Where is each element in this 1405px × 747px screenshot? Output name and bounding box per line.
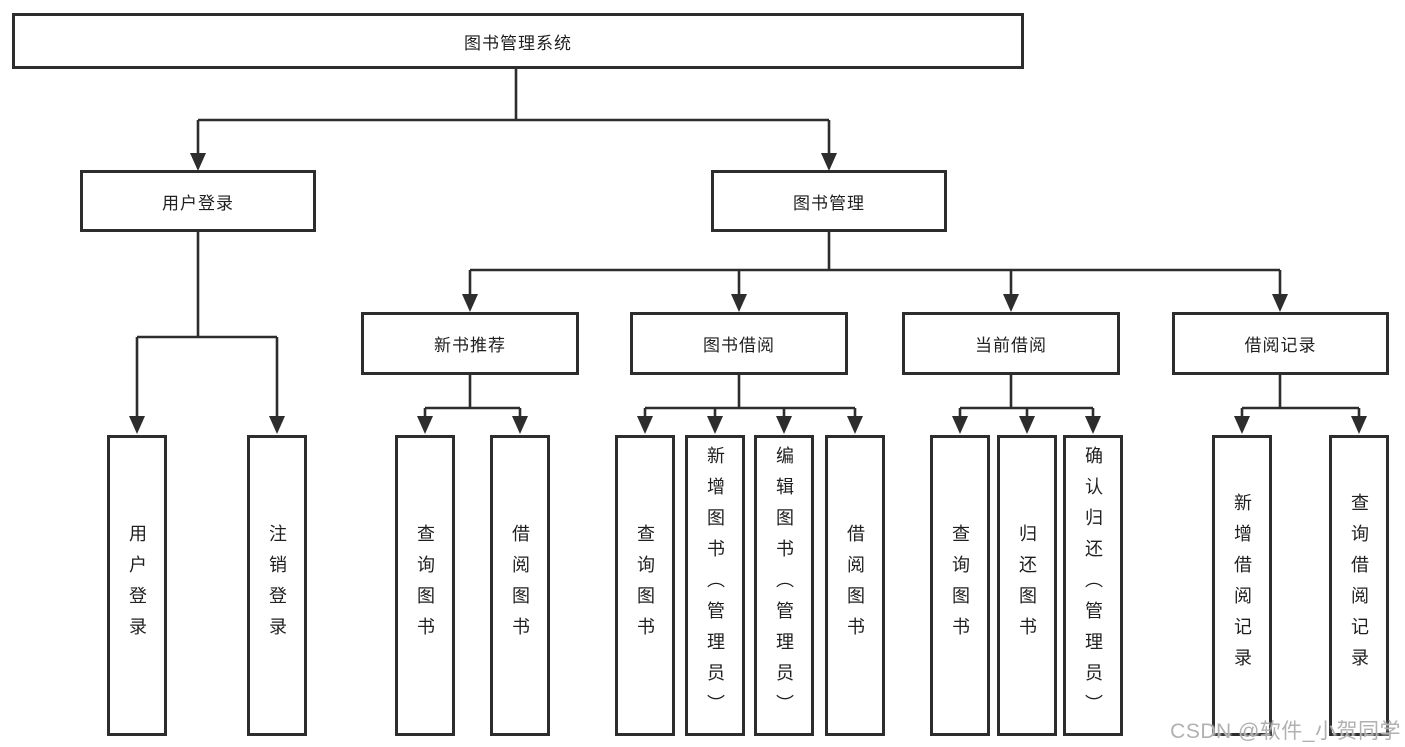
node-label: 新书推荐 [434,336,506,355]
arrowhead [952,416,968,434]
arrowhead [776,416,792,434]
node-label: 图书借阅 [703,336,775,355]
node-label: 新增借阅记录 [1232,492,1252,679]
node-label: 查询图书 [415,523,435,648]
leaf-current-query-books: 查询图书 [930,435,990,736]
node-current-borrow: 当前借阅 [902,312,1120,375]
arrowhead [1351,416,1367,434]
node-label: 确认归还（管理员） [1083,446,1103,725]
arrowhead [129,416,145,434]
leaf-user-login: 用户登录 [107,435,167,736]
node-book-management: 图书管理 [711,170,947,232]
arrowhead [1272,294,1288,312]
arrowhead [462,294,478,312]
arrowhead [637,416,653,434]
node-label: 图书管理 [793,193,865,213]
arrowhead [847,416,863,434]
arrowhead [707,416,723,434]
arrowhead [1019,416,1035,434]
node-label: 当前借阅 [975,336,1047,355]
node-label: 用户登录 [127,523,147,648]
leaf-newrec-borrow-books: 借阅图书 [490,435,550,736]
arrowhead [1234,416,1250,434]
node-label: 查询借阅记录 [1349,492,1369,679]
arrowhead [190,153,206,171]
node-label: 用户登录 [162,193,234,213]
arrowhead [731,294,747,312]
node-book-borrow: 图书借阅 [630,312,848,375]
node-label: 归还图书 [1017,523,1037,648]
node-label: 图书管理系统 [464,33,572,53]
node-label: 注销登录 [267,523,287,648]
leaf-borrow-query-books: 查询图书 [615,435,675,736]
leaf-borrow-add-books-admin: 新增图书（管理员） [685,435,745,736]
node-label: 编辑图书（管理员） [774,446,794,725]
node-label: 借阅记录 [1244,336,1317,355]
node-user-login: 用户登录 [80,170,316,232]
arrowhead [1003,294,1019,312]
node-label: 查询图书 [950,523,970,648]
arrowhead [821,153,837,171]
node-label: 借阅图书 [510,523,530,648]
leaf-records-add-record: 新增借阅记录 [1212,435,1272,736]
node-root-library-system: 图书管理系统 [12,13,1024,69]
node-label: 借阅图书 [845,523,865,648]
arrowhead [1085,416,1101,434]
arrowhead [269,416,285,434]
node-label: 查询图书 [635,523,655,648]
leaf-newrec-query-books: 查询图书 [395,435,455,736]
arrowhead [417,416,433,434]
leaf-logout: 注销登录 [247,435,307,736]
leaf-records-query-record: 查询借阅记录 [1329,435,1389,736]
leaf-borrow-edit-books-admin: 编辑图书（管理员） [754,435,814,736]
node-label: 新增图书（管理员） [705,446,725,725]
leaf-borrow-borrow-books: 借阅图书 [825,435,885,736]
node-borrow-records: 借阅记录 [1172,312,1389,375]
node-new-book-recommend: 新书推荐 [361,312,579,375]
arrowhead [512,416,528,434]
leaf-current-return-books: 归还图书 [997,435,1057,736]
leaf-current-confirm-return-admin: 确认归还（管理员） [1063,435,1123,736]
